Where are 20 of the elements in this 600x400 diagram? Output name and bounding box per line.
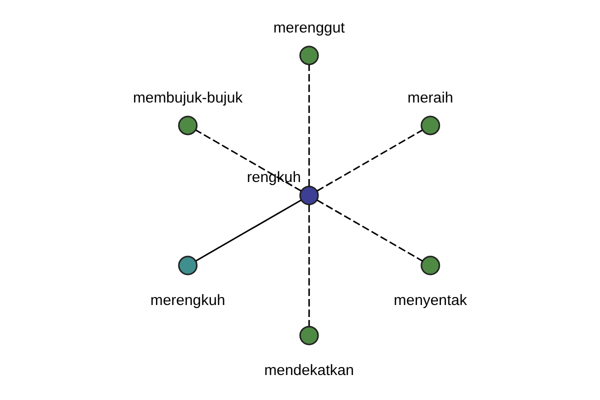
node-label: meraih [407,89,453,106]
node-label: merengkuh [150,292,225,310]
node-circle [420,256,440,276]
connector [195,199,302,262]
connector [308,204,310,326]
connector [195,130,302,192]
node-label: rengkuh [246,169,300,186]
node-circle [298,46,318,66]
node-circle [178,116,198,136]
node-label: merenggut [272,19,344,36]
connector [316,199,422,262]
node-circle [178,256,198,276]
node-label: mendekatkan [264,362,354,380]
node-label: menyentak [393,292,466,310]
node-label: membujuk-bujuk [132,89,242,106]
node-circle [420,116,440,136]
connector [308,64,310,186]
node-circle [298,326,318,346]
node-circle [298,186,318,206]
connector [316,130,422,192]
